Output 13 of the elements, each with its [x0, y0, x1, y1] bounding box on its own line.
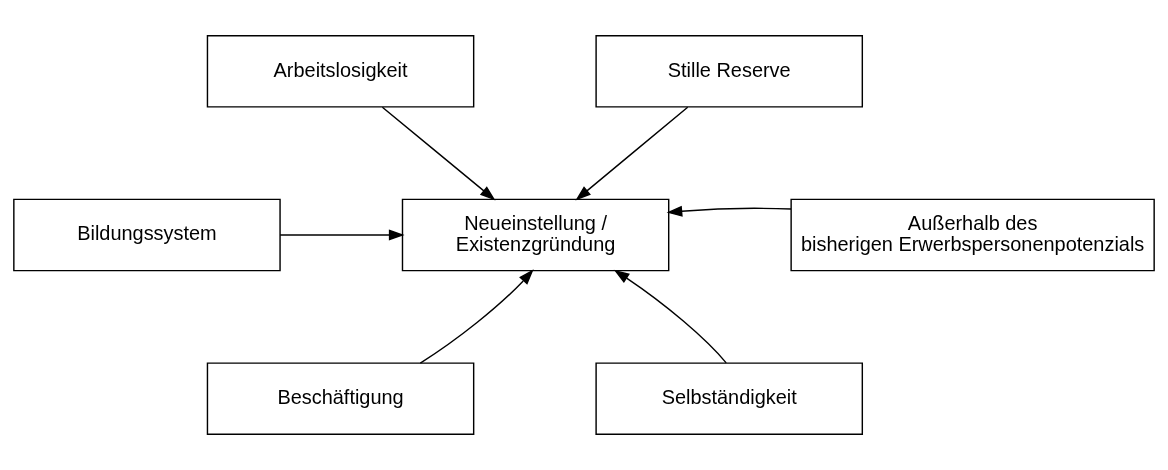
node-box: Beschäftigung [206, 362, 475, 435]
node-box: Neueinstellung / Existenzgründung [401, 198, 670, 272]
arrow [419, 269, 534, 364]
arrow [575, 106, 689, 201]
arrow [279, 229, 405, 241]
arrow [666, 205, 792, 217]
node-box: Bildungssystem [13, 198, 281, 272]
node-box: Arbeitslosigkeit [206, 35, 475, 108]
node-box: Selbständigkeit [595, 362, 864, 435]
arrow [613, 269, 727, 364]
arrow [381, 106, 496, 201]
node-box: Stille Reserve [595, 35, 864, 108]
node-box: Außerhalb des bisherigen Erwerbspersonenpotenzials [790, 198, 1155, 272]
